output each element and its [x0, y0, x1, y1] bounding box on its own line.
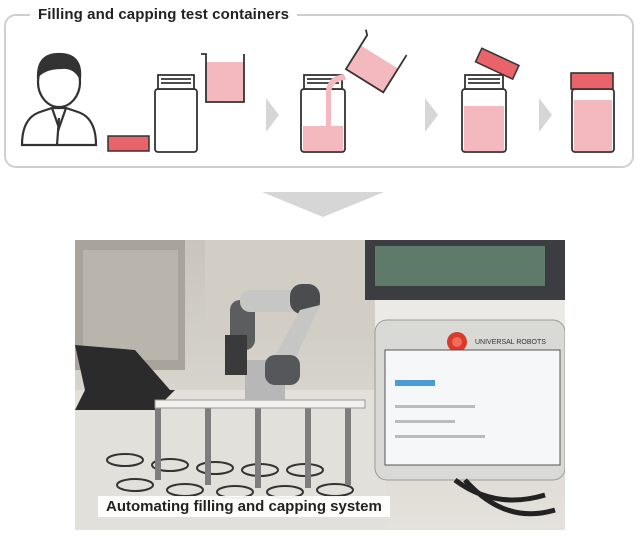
cap-icon	[107, 135, 150, 152]
teach-pendant: UNIVERSAL ROBOTS	[374, 319, 565, 481]
robot-brand-label: UNIVERSAL ROBOTS	[475, 339, 546, 346]
panel-title: Filling and capping test containers	[30, 6, 298, 23]
capped-jar-icon	[570, 72, 615, 153]
tilted-beaker-icon	[344, 29, 408, 94]
filled-jar-icon	[461, 74, 507, 153]
step-arrow-3	[539, 98, 552, 132]
down-arrow	[262, 192, 384, 217]
falling-cap-icon	[474, 47, 520, 81]
robot-scene: UNIVERSAL ROBOTS	[75, 240, 565, 530]
pour-stream	[326, 74, 346, 128]
beaker-icon	[201, 53, 245, 103]
step-arrow-1	[266, 98, 279, 132]
empty-jar-icon	[154, 74, 198, 153]
filling-jar-icon	[300, 74, 346, 153]
photo-caption: Automating filling and capping system	[98, 496, 390, 517]
step-arrow-2	[425, 98, 438, 132]
robot-arm	[225, 284, 320, 385]
process-panel	[4, 14, 634, 168]
operator-icon	[20, 52, 98, 147]
system-photo: UNIVERSAL ROBOTS	[75, 240, 565, 530]
